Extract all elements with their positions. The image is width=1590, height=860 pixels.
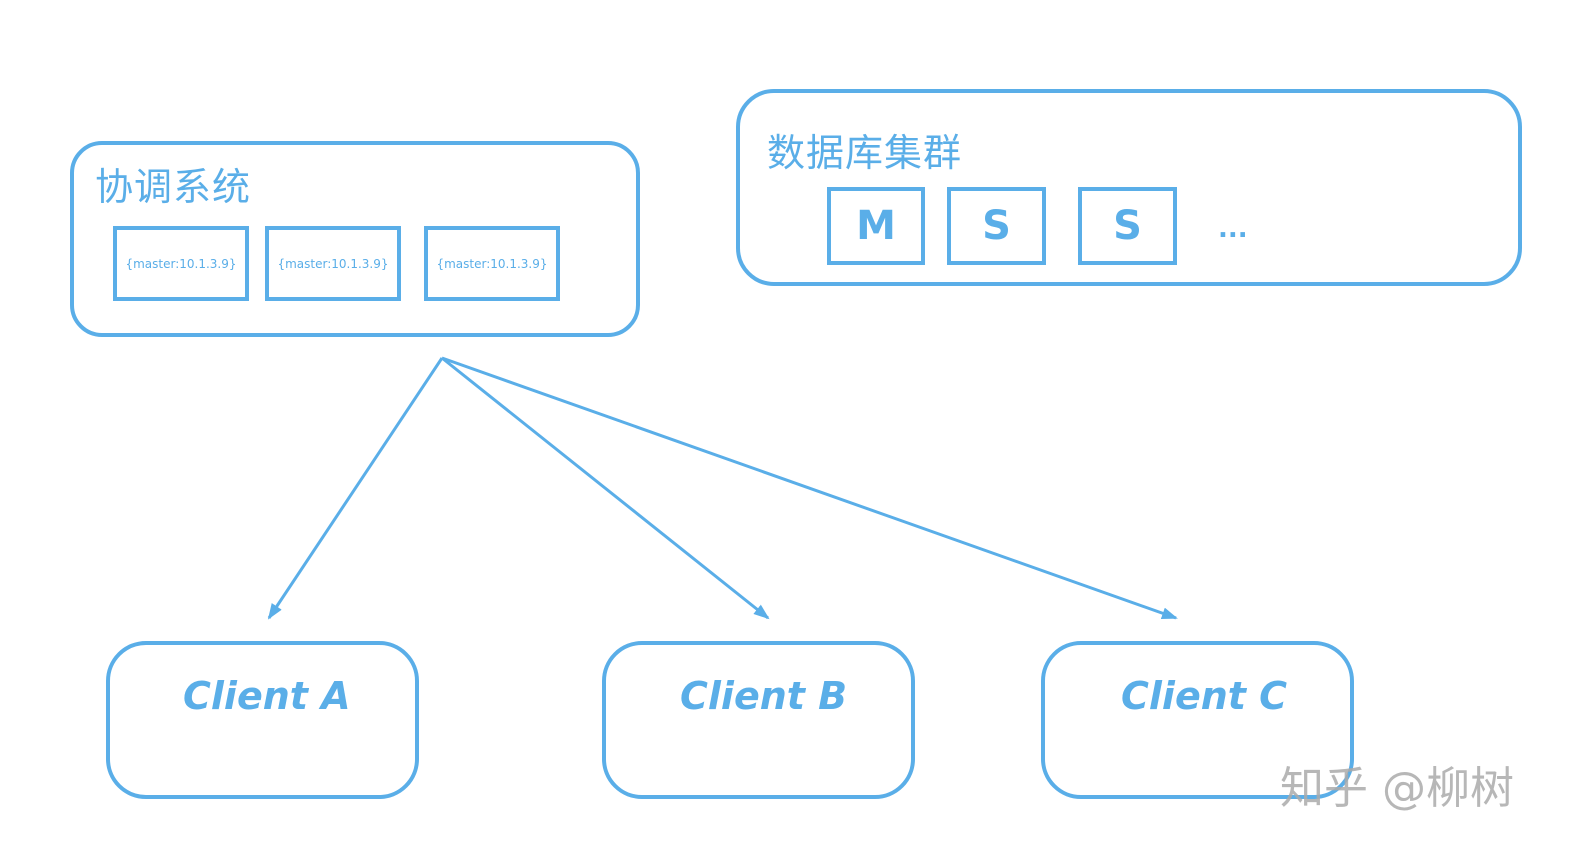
client-c-label: Client C bbox=[1121, 674, 1288, 718]
client-a-box bbox=[106, 641, 419, 799]
arrow-to-client-c bbox=[441, 356, 1178, 620]
database-cluster-box bbox=[736, 89, 1522, 286]
database-cluster-title: 数据库集群 bbox=[767, 131, 963, 175]
client-b-label: Client B bbox=[680, 674, 848, 718]
watermark: 知乎 @柳树 bbox=[1280, 763, 1514, 814]
coordination-entry-1: {master:10.1.3.9} bbox=[113, 226, 249, 301]
coordination-system-box bbox=[70, 141, 640, 337]
master-node: M bbox=[827, 187, 925, 265]
client-c-box bbox=[1041, 641, 1354, 799]
more-nodes-ellipsis: ... bbox=[1218, 214, 1248, 244]
arrow-to-client-b bbox=[441, 356, 770, 620]
client-b-box bbox=[602, 641, 915, 799]
slave-node-2: S bbox=[1078, 187, 1177, 265]
coordination-system-title: 协调系统 bbox=[95, 165, 252, 209]
client-a-label: Client A bbox=[183, 674, 351, 718]
coordination-entry-2: {master:10.1.3.9} bbox=[265, 226, 401, 301]
arrow-to-client-a bbox=[267, 357, 444, 620]
coordination-entry-3: {master:10.1.3.9} bbox=[424, 226, 560, 301]
slave-node-1: S bbox=[947, 187, 1046, 265]
